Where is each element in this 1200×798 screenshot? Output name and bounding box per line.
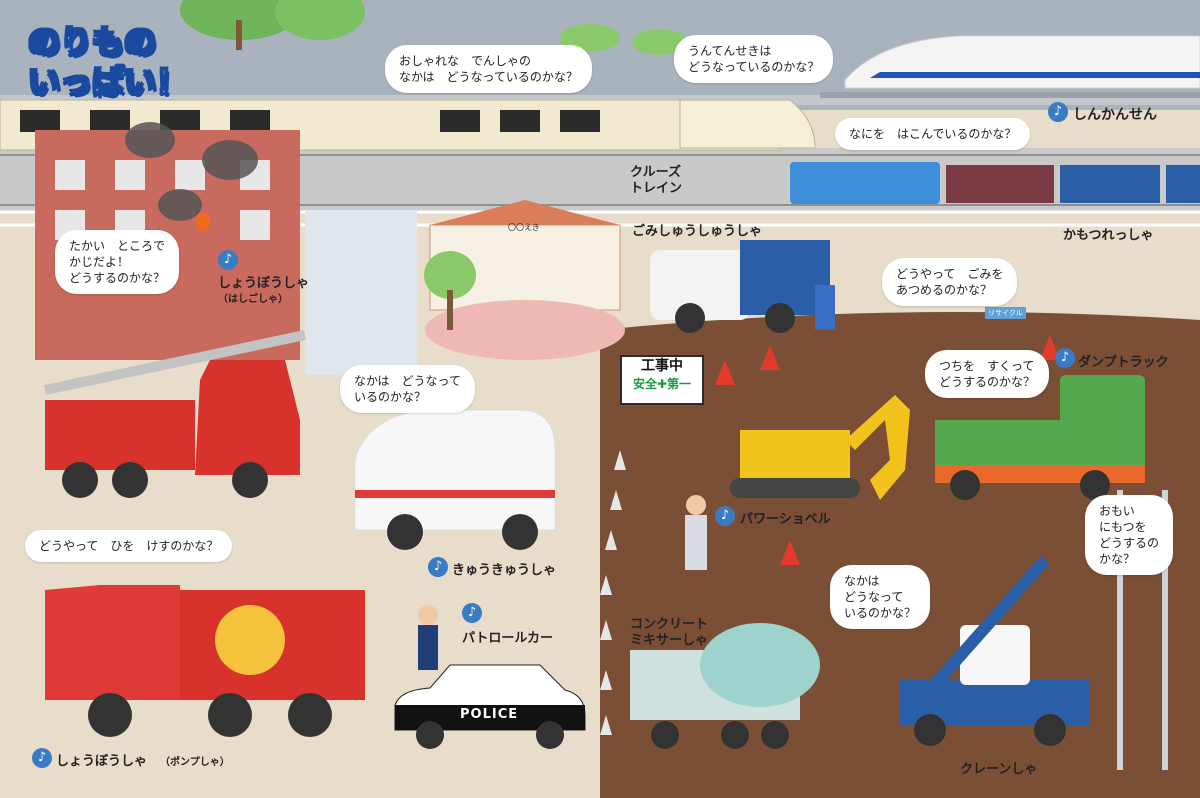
construction-worker — [685, 515, 707, 570]
police-officer — [418, 625, 438, 670]
bubble-ambulance-inside[interactable]: なかは どうなって いるのかな？ — [340, 365, 475, 413]
recycle-sign: リサイクル — [985, 307, 1026, 319]
label-cruise-train: クルーズ トレイン — [630, 165, 683, 196]
label-dump-truck: ダンプトラック — [1078, 355, 1169, 370]
label-freight-train: かもつれっしゃ — [1063, 228, 1154, 243]
construction-sign: 工事中 安全✚第一 — [620, 355, 704, 405]
freight-car-blue — [1060, 165, 1160, 203]
label-pump-truck-sub: （ポンプしゃ） — [160, 757, 230, 768]
label-ambulance: きゅうきゅうしゃ — [452, 563, 557, 578]
garbage-truck — [650, 250, 750, 320]
bubble-crane-heavy[interactable]: おもい にもつを どうするの かな？ — [1085, 495, 1174, 575]
bubble-fire-high[interactable]: たかい ところで かじだよ！ どうするのかな？ — [55, 230, 180, 294]
label-garbage-truck: ごみしゅうしゅうしゃ — [632, 224, 763, 239]
bubble-train-inside[interactable]: おしゃれな でんしゃの なかは どうなっているのかな？ — [385, 45, 592, 93]
fire-flame — [195, 212, 211, 232]
bubble-garbage-collect[interactable]: どうやって ごみを あつめるのかな？ — [882, 258, 1018, 306]
bubble-dump-soil[interactable]: つちを すくって どうするのかな？ — [925, 350, 1050, 398]
bubble-pump-fire[interactable]: どうやって ひを けすのかな？ — [25, 530, 233, 562]
page-title-line1: のりもの — [27, 22, 157, 62]
music-note-icon[interactable]: ♪ — [462, 603, 482, 623]
label-ladder-truck: しょうぼうしゃ — [218, 276, 310, 291]
police-car-text: POLICE — [460, 707, 519, 722]
construction-sign-top: 工事中 — [641, 358, 683, 374]
construction-markers — [600, 450, 626, 735]
bubble-shinkansen-seat[interactable]: うんてんせきは どうなっているのかな？ — [674, 35, 834, 83]
music-note-icon[interactable]: ♪ — [428, 557, 448, 577]
ambulance — [354, 409, 556, 531]
music-note-icon[interactable]: ♪ — [32, 748, 52, 768]
music-note-icon[interactable]: ♪ — [1055, 348, 1075, 368]
aerial-ladder — [43, 330, 307, 395]
music-note-icon[interactable]: ♪ — [1048, 102, 1068, 122]
label-concrete-mixer: コンクリート ミキサーしゃ — [630, 617, 709, 648]
label-crane-truck: クレーンしゃ — [960, 762, 1038, 777]
top-trees — [180, 0, 688, 55]
garbage-worker — [815, 285, 835, 330]
bubble-freight-cargo[interactable]: なにを はこんでいるのかな？ — [835, 118, 1031, 150]
freight-car-red — [946, 165, 1054, 203]
label-power-shovel: パワーショベル — [740, 512, 831, 527]
label-pump-truck: しょうぼうしゃ — [56, 754, 148, 769]
music-note-icon[interactable]: ♪ — [715, 506, 735, 526]
construction-sign-bottom: 安全✚第一 — [632, 377, 692, 391]
bubble-mixer-inside[interactable]: なかは どうなって いるのかな？ — [830, 565, 931, 629]
label-ladder-truck-sub: （はしごしゃ） — [218, 294, 288, 305]
freight-locomotive — [790, 162, 940, 204]
music-note-icon[interactable]: ♪ — [218, 250, 238, 270]
label-patrol-car: パトロールカー — [462, 631, 554, 646]
station-name-sign: 〇〇えき — [508, 223, 540, 232]
power-shovel — [740, 430, 850, 480]
label-shinkansen: しんかんせん — [1073, 107, 1157, 123]
grey-building — [305, 210, 417, 375]
page-title-line2: いっぱい！ — [27, 62, 189, 102]
ladder-fire-truck — [45, 400, 195, 470]
smoke — [125, 122, 175, 158]
